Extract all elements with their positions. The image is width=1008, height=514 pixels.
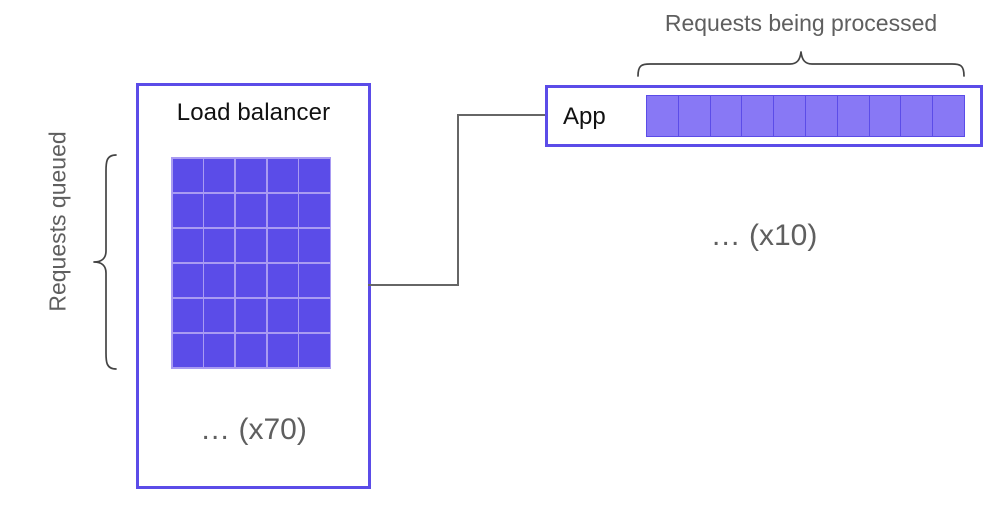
app-slot: [646, 95, 679, 137]
queued-requests-grid: [171, 157, 331, 369]
queue-cell: [204, 228, 235, 263]
app-multiplier-label: … (x10): [710, 219, 818, 252]
queue-cell: [299, 158, 330, 193]
requests-queued-brace: [92, 153, 118, 371]
queue-cell: [267, 263, 298, 298]
app-label: App: [563, 103, 606, 130]
queue-cell: [235, 228, 267, 263]
queue-cell: [204, 158, 235, 193]
app-slot: [709, 95, 743, 137]
app-slot: [868, 95, 902, 137]
queue-cell: [235, 193, 267, 228]
queue-cell: [204, 263, 235, 298]
app-slot: [836, 95, 870, 137]
queue-cell: [235, 333, 267, 368]
queue-cell: [299, 298, 330, 333]
app-slot: [677, 95, 711, 137]
queue-cell: [172, 158, 203, 193]
queue-cell: [267, 298, 298, 333]
load-balancer-title: Load balancer: [176, 99, 331, 126]
requests-being-processed-label: Requests being processed: [664, 10, 938, 36]
queue-cell: [267, 333, 298, 368]
queue-cell: [172, 193, 203, 228]
queue-cell: [299, 228, 330, 263]
queue-cell: [172, 333, 203, 368]
queue-cell: [204, 333, 235, 368]
queue-cell: [299, 193, 330, 228]
queue-cell: [172, 263, 203, 298]
queue-cell: [235, 158, 267, 193]
app-slot: [773, 95, 806, 137]
load-balancer-multiplier-label: … (x70): [200, 413, 307, 446]
app-slot: [900, 95, 934, 137]
app-processing-slots: [646, 95, 965, 137]
queue-cell: [235, 298, 267, 333]
queue-cell: [204, 193, 235, 228]
queue-cell: [235, 263, 267, 298]
load-balancer-to-app-connector: [368, 110, 550, 290]
queue-cell: [267, 228, 298, 263]
queue-cell: [267, 158, 298, 193]
queue-cell: [204, 298, 235, 333]
requests-being-processed-brace: [636, 50, 966, 78]
queue-cell: [172, 298, 203, 333]
app-slot: [804, 95, 838, 137]
requests-queued-label: Requests queued: [44, 131, 71, 312]
queue-cell: [299, 333, 330, 368]
app-slot: [741, 95, 775, 137]
queue-cell: [172, 228, 203, 263]
app-slot: [932, 95, 965, 137]
queue-cell: [299, 263, 330, 298]
queue-cell: [267, 193, 298, 228]
